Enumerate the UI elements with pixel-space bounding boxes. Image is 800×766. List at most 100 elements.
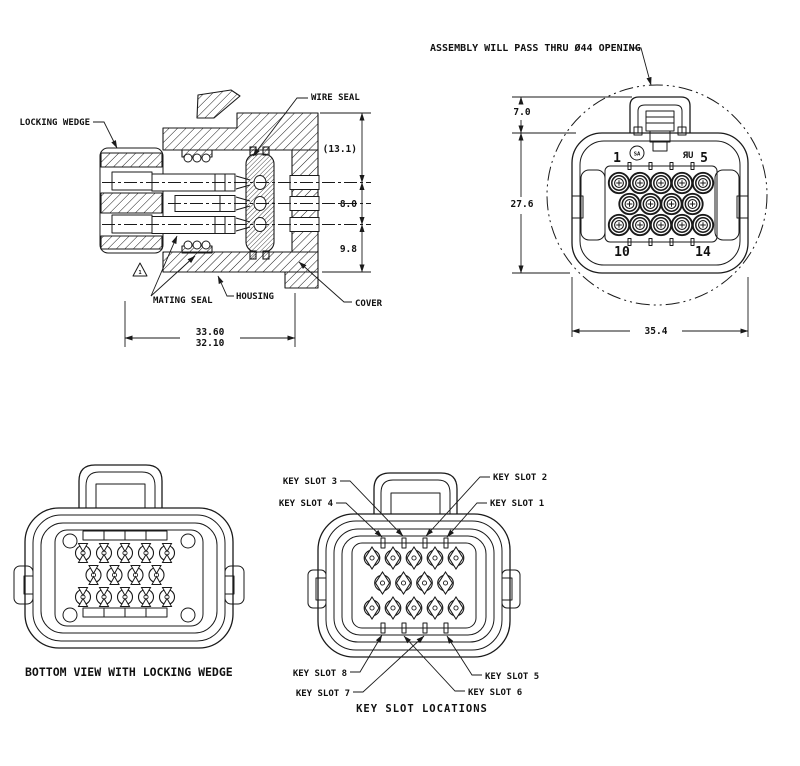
label-housing: HOUSING — [236, 292, 274, 302]
mating-seal-part — [181, 149, 213, 254]
bottom-view: BOTTOM VIEW WITH LOCKING WEDGE — [13, 464, 245, 679]
dim-35-4: 35.4 — [645, 326, 668, 337]
contact — [405, 546, 423, 570]
label-key-slot-4: KEY SLOT 4 — [279, 499, 334, 509]
pin-number-1: 1 — [613, 151, 621, 166]
contact — [158, 586, 176, 608]
pin-number-5: 5 — [700, 151, 708, 166]
contact — [426, 546, 444, 570]
contact — [363, 546, 381, 570]
contact — [384, 546, 402, 570]
key-slot-caption: KEY SLOT LOCATIONS — [356, 703, 488, 715]
key-slot-side-tabs — [307, 569, 521, 609]
pin-contact — [649, 213, 673, 237]
contact — [137, 586, 155, 608]
housing-top-band — [162, 112, 319, 151]
pin-contact — [649, 171, 673, 195]
label-locking-wedge: LOCKING WEDGE — [20, 118, 90, 128]
dim-27-6: 27.6 — [511, 199, 534, 210]
contact — [405, 596, 423, 620]
label-key-slot-7: KEY SLOT 7 — [296, 689, 350, 699]
contact — [447, 546, 465, 570]
pin-contact — [628, 171, 652, 195]
contact — [85, 564, 102, 586]
contact — [74, 586, 92, 608]
contact — [106, 564, 123, 586]
pin-contact — [681, 192, 704, 216]
contact — [95, 586, 113, 608]
dim-9-8: 9.8 — [340, 244, 357, 255]
assembly-callout: ASSEMBLY WILL PASS THRU Ø44 OPENING — [430, 42, 641, 54]
svg-text:SA: SA — [634, 152, 641, 158]
contact — [148, 564, 165, 586]
dim-33-60: 33.60 — [196, 327, 225, 338]
opening-phantom-circle — [546, 84, 768, 306]
label-key-slot-1: KEY SLOT 1 — [490, 499, 544, 509]
contact — [116, 542, 134, 564]
label-key-slot-3: KEY SLOT 3 — [283, 477, 337, 487]
flag-note-number: 1 — [138, 270, 142, 276]
label-key-slot-2: KEY SLOT 2 — [493, 473, 547, 483]
pin-number-14: 14 — [695, 245, 711, 260]
label-wire-seal: WIRE SEAL — [311, 93, 360, 103]
front-dimensions: 7.0 27.6 35.4 — [511, 96, 749, 337]
dim-32-10: 32.10 — [196, 338, 225, 349]
contact — [426, 596, 444, 620]
key-slot-notches — [380, 537, 449, 634]
front-view: ASSEMBLY WILL PASS THRU Ø44 OPENING — [430, 42, 768, 337]
dim-8-0: 8.0 — [340, 199, 357, 210]
label-key-slot-5: KEY SLOT 5 — [485, 672, 539, 682]
contact — [116, 586, 134, 608]
ul-recognized-icon: ЯU — [683, 151, 694, 161]
key-slot-callouts: KEY SLOT 3 KEY SLOT 4 KEY SLOT 2 KEY SLO… — [279, 473, 547, 699]
latch-lever — [196, 89, 241, 119]
pin-contact — [660, 192, 683, 216]
label-mating-seal: MATING SEAL — [153, 296, 213, 306]
wire-seal-part — [245, 146, 275, 260]
pin-number-10: 10 — [614, 245, 630, 260]
pin-contact — [628, 213, 652, 237]
contact — [158, 542, 176, 564]
section-view: (13.1) 8.0 9.8 33.60 32.10 LOCKING WEDGE… — [20, 89, 383, 349]
label-key-slot-6: KEY SLOT 6 — [468, 688, 522, 698]
flag-note-triangle — [132, 262, 148, 277]
contact — [374, 571, 391, 595]
pin-contact — [618, 192, 641, 216]
contact — [437, 571, 454, 595]
pin-contact — [670, 213, 694, 237]
section-dimensions: (13.1) 8.0 9.8 33.60 32.10 — [124, 112, 371, 349]
contact — [416, 571, 433, 595]
contact — [384, 596, 402, 620]
key-slot-view: KEY SLOT 3 KEY SLOT 4 KEY SLOT 2 KEY SLO… — [279, 472, 547, 715]
pin-contact — [639, 192, 662, 216]
dim-13-1: (13.1) — [323, 144, 357, 155]
pin-contact — [607, 213, 631, 237]
contact — [137, 542, 155, 564]
contact — [395, 571, 412, 595]
key-slot-body — [317, 513, 511, 658]
section-callouts: LOCKING WEDGE WIRE SEAL MATING SEAL HOUS… — [20, 93, 383, 309]
bottom-side-tabs — [13, 565, 245, 605]
key-slot-contact-field — [363, 546, 465, 620]
pin-contact — [691, 213, 715, 237]
pin-field — [604, 162, 718, 246]
label-cover: COVER — [355, 299, 383, 309]
housing-bottom-band — [162, 251, 319, 273]
key-slot-handle — [373, 472, 458, 515]
bottom-view-handle — [78, 464, 163, 509]
bottom-contact-field — [74, 542, 176, 608]
dim-7-0: 7.0 — [513, 107, 530, 118]
contact — [447, 596, 465, 620]
pin-contact — [670, 171, 694, 195]
bottom-view-caption: BOTTOM VIEW WITH LOCKING WEDGE — [25, 665, 233, 679]
cover-bottom-lip — [284, 271, 319, 289]
label-key-slot-8: KEY SLOT 8 — [293, 669, 347, 679]
pin-contact — [691, 171, 715, 195]
pin-contact — [607, 171, 631, 195]
contact — [127, 564, 144, 586]
bottom-view-body — [24, 507, 234, 649]
terminal-contacts — [151, 173, 251, 234]
locking-wedge-part — [99, 147, 164, 254]
